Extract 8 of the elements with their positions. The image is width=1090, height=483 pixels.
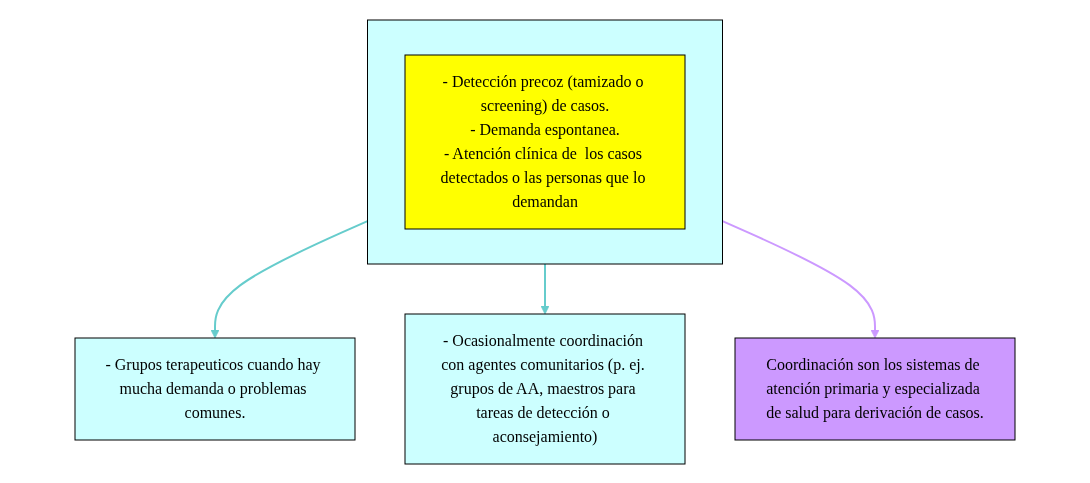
node-box: Coordinación son los sistemas de atención primaria y especializada de salud para derivación de casos. (734, 337, 1016, 440)
arrow (721, 219, 880, 338)
node-box: - Ocasionalmente coordinación con agentes comunitarios (p. ej. grupos de AA, maestros para tareas de detección o aconsejamiento) (404, 313, 686, 464)
arrow (210, 219, 369, 338)
arrow (540, 262, 550, 314)
node-box: - Grupos terapeuticos cuando hay mucha demanda o problemas comunes. (74, 337, 356, 440)
cluster (367, 19, 723, 264)
node-box: - Detección precoz (tamizado o screening) de casos. - Demanda espontanea. - Atención clínica de los casos detectados o las personas que lo demandan (404, 54, 686, 229)
